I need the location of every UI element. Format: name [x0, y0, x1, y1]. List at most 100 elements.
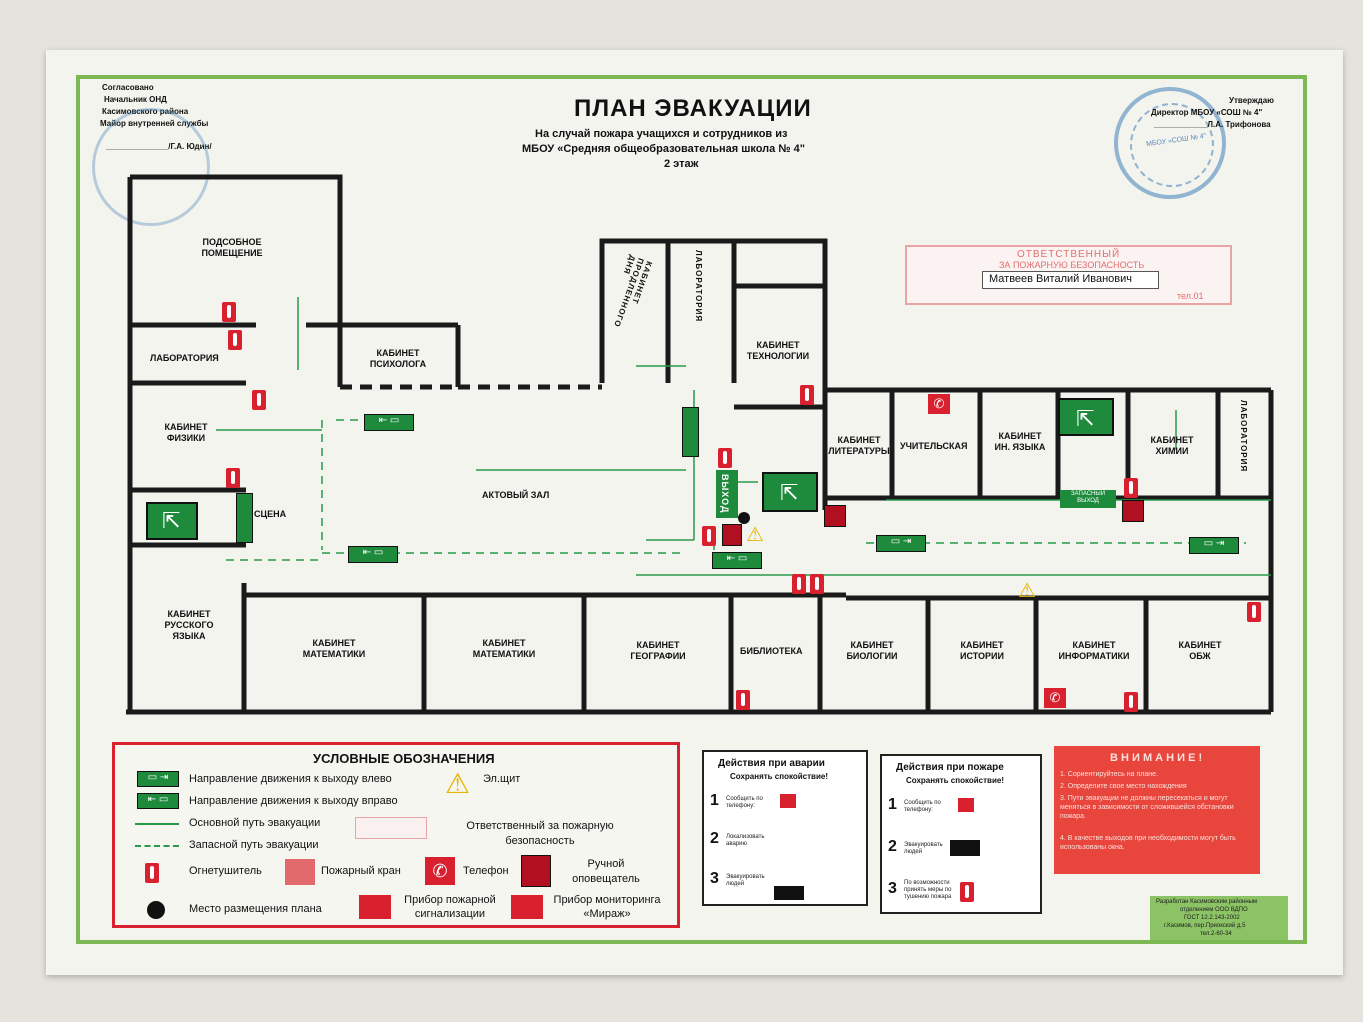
room-informatics: КАБИНЕТ ИНФОРМАТИКИ: [1058, 640, 1130, 661]
exit-sign-stairs-right: ⇱: [1058, 398, 1114, 436]
fire-step-1-number: 1: [888, 796, 897, 813]
legend-responsible-icon: [355, 817, 427, 839]
legend-responsible: Ответственный за пожарную безопасность: [466, 820, 614, 847]
fire-step-2-number: 2: [888, 838, 897, 855]
fire-step-2: Эвакуировать людей: [904, 842, 943, 855]
approved-right-2: Директор МБОУ «СОШ № 4": [1151, 108, 1263, 117]
legend-title: УСЛОВНЫЕ ОБОЗНАЧЕНИЯ: [313, 751, 495, 766]
room-lab-2: ЛАБОРАТОРИЯ: [694, 250, 703, 323]
room-math-1: КАБИНЕТ МАТЕМАТИКИ: [302, 638, 366, 659]
exit-sign-stairs-left: ⇱: [146, 502, 198, 540]
room-stage: СЦЕНА: [254, 509, 287, 519]
fire-exit-icon: [950, 840, 980, 856]
legend-fire-alarm-icon: [359, 895, 391, 919]
direction-sign-4: ▭ ⇥: [876, 535, 926, 552]
fire-actions-card: Действия при пожаре Сохранять спокойстви…: [880, 754, 1042, 914]
room-chemistry: КАБИНЕТ ХИМИИ: [1150, 435, 1194, 456]
developer-line-1: Разработан Касимовским районным: [1156, 899, 1258, 905]
room-geography: КАБИНЕТ ГЕОГРАФИИ: [630, 640, 686, 661]
accident-step-1-number: 1: [710, 792, 719, 809]
attention-item-4: 4. В качестве выходов при необходимости …: [1060, 835, 1236, 851]
room-technology: КАБИНЕТ ТЕХНОЛОГИИ: [746, 340, 810, 361]
attention-item-2: 2. Определите свое место нахождения: [1060, 783, 1187, 790]
phone-icon: ✆: [928, 394, 950, 414]
extinguisher-icon: [736, 690, 750, 710]
legend-left-arrow-icon: ▭ ⇥: [137, 771, 179, 787]
extinguisher-icon: [226, 468, 240, 488]
room-biology: КАБИНЕТ БИОЛОГИИ: [846, 640, 898, 661]
accident-step-1: Сообщить по телефону:: [726, 796, 763, 809]
electrical-panel-icon: ⚠: [746, 524, 764, 546]
direction-sign-3: ⇤ ▭: [712, 552, 762, 569]
exit-label-vertical: ВЫХОД: [716, 470, 738, 518]
exit-stairs-icon: ⇱: [780, 480, 799, 505]
legend-main-path-line: [135, 823, 179, 825]
extinguisher-icon: [228, 330, 242, 350]
extinguisher-icon: [810, 574, 824, 594]
direction-sign-1: ⇤ ▭: [364, 414, 414, 431]
room-library: БИБЛИОТЕКА: [740, 646, 803, 656]
room-history: КАБИНЕТ ИСТОРИИ: [960, 640, 1004, 661]
legend-alarm: Ручной оповещатель: [572, 858, 640, 885]
legend-extinguisher-icon: [145, 863, 159, 883]
legend-panel: УСЛОВНЫЕ ОБОЗНАЧЕНИЯ ▭ ⇥ Направление дви…: [112, 742, 680, 928]
responsible-header-2: ЗА ПОЖАРНУЮ БЕЗОПАСНОСТЬ: [999, 260, 1145, 270]
legend-spare-path-line: [135, 845, 179, 847]
accident-phone-icon: [780, 794, 796, 808]
stamp-right: МБОУ «СОШ № 4": [1114, 87, 1226, 199]
stamp-left: [92, 108, 210, 226]
room-russian: КАБИНЕТ РУССКОГО ЯЗЫКА: [164, 609, 214, 641]
extinguisher-icon: [702, 526, 716, 546]
accident-title: Действия при аварии: [718, 758, 825, 769]
attention-title: В Н И М А Н И Е !: [1110, 752, 1203, 764]
attention-item-3: 3. Пути эвакуации не должны пересекаться…: [1060, 795, 1234, 820]
manual-alarm-icon: [722, 524, 742, 546]
legend-extinguisher: Огнетушитель: [189, 865, 262, 877]
attention-item-1: 1. Сориентируйтесь на плане.: [1060, 771, 1158, 778]
responsible-name-box: [982, 271, 1159, 289]
plan-location-dot: [738, 512, 750, 524]
developer-block: Разработан Касимовским районным отделени…: [1150, 896, 1288, 940]
developer-line-3: ГОСТ 12.2.143-2002: [1184, 915, 1240, 921]
spare-exit-sign: ЗАПАСНЫЙ ВЫХОД: [1060, 490, 1116, 508]
legend-location-icon: [147, 901, 165, 919]
room-obzh: КАБИНЕТ ОБЖ: [1178, 640, 1222, 661]
extinguisher-icon: [252, 390, 266, 410]
extinguisher-icon: [792, 574, 806, 594]
accident-subtitle: Сохранять спокойствие!: [730, 772, 828, 781]
legend-monitoring-device: Прибор мониторинга «Мираж»: [553, 894, 661, 920]
accident-actions-card: Действия при аварии Сохранять спокойстви…: [702, 750, 868, 906]
extinguisher-icon: [1124, 692, 1138, 712]
extinguisher-icon: [800, 385, 814, 405]
legend-spare-path: Запасной путь эвакуации: [189, 839, 319, 851]
fire-extinguisher-icon: [960, 882, 974, 902]
accident-step-2: Локализовать аварию: [726, 834, 765, 847]
legend-right-direction: Направление движения к выходу вправо: [189, 795, 398, 807]
manual-alarm-icon: [1122, 500, 1144, 522]
extinguisher-icon: [718, 448, 732, 468]
legend-electrical-panel: Эл.щит: [483, 773, 521, 785]
room-psychologist: КАБИНЕТ ПСИХОЛОГА: [369, 348, 427, 369]
legend-fire-alarm-device: Прибор пожарной сигнализации: [404, 894, 496, 920]
room-assembly-hall: АКТОВЫЙ ЗАЛ: [482, 490, 550, 500]
developer-line-5: тел.2-60-34: [1200, 931, 1232, 937]
room-foreign-language: КАБИНЕТ ИН. ЯЗЫКА: [994, 431, 1046, 452]
accident-step-2-number: 2: [710, 830, 719, 847]
plan-subtitle-2: МБОУ «Средняя общеобразовательная школа …: [522, 143, 805, 155]
legend-hydrant-icon: [285, 859, 315, 885]
room-teachers: УЧИТЕЛЬСКАЯ: [900, 441, 968, 451]
floor-plan: [126, 174, 1274, 715]
developer-line-2: отделением ООО ВДПО: [1180, 907, 1248, 913]
legend-main-path: Основной путь эвакуации: [189, 817, 321, 829]
extinguisher-icon: [1124, 478, 1138, 498]
phone-icon: ✆: [1044, 688, 1066, 708]
legend-alarm-icon: [521, 855, 551, 887]
legend-phone-icon: ✆: [425, 857, 455, 885]
responsible-name: Матвеев Виталий Иванович: [989, 273, 1132, 285]
direction-sign-2: ⇤ ▭: [348, 546, 398, 563]
room-math-2: КАБИНЕТ МАТЕМАТИКИ: [472, 638, 536, 659]
attention-panel: В Н И М А Н И Е ! 1. Сориентируйтесь на …: [1054, 746, 1260, 874]
approved-left-1: Согласовано: [102, 83, 154, 92]
spare-exit-label: ЗАПАСНЫЙ ВЫХОД: [1070, 491, 1106, 504]
legend-right-arrow-icon: ⇤ ▭: [137, 793, 179, 809]
